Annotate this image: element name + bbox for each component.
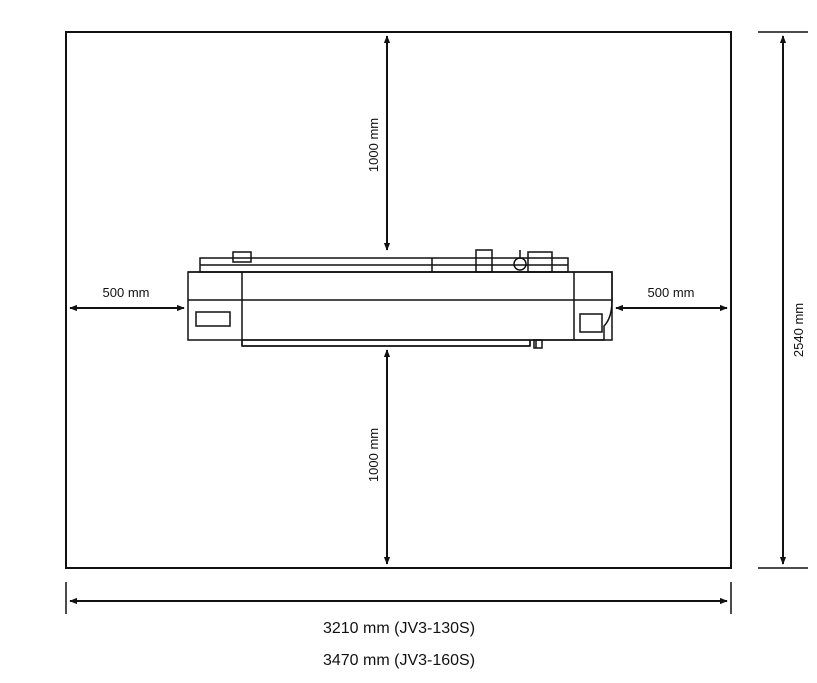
bottom-clearance-label: 1000 mm [366,428,381,482]
installation-area-outline [65,31,732,569]
top-clearance-label: 1000 mm [366,118,381,172]
left-clearance-label: 500 mm [103,285,150,300]
width-label-jv3-130s: 3210 mm (JV3-130S) [323,620,475,637]
depth-label: 2540 mm [791,303,806,357]
width-label-jv3-160s: 3470 mm (JV3-160S) [323,652,475,669]
right-clearance-label: 500 mm [648,285,695,300]
printer-top-view [187,249,613,349]
